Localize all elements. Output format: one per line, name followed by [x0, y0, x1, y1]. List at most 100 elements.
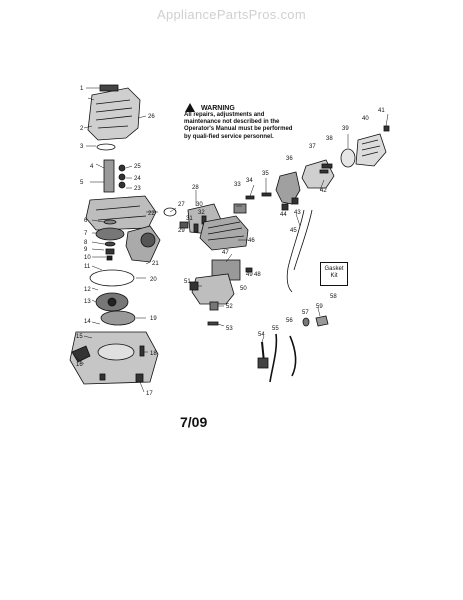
fuel-line-55: [269, 333, 278, 383]
fuel-tank: [191, 273, 235, 305]
recoil-spool-19: [100, 310, 136, 326]
callout-26: 26: [148, 114, 155, 120]
fuel-line-45b: [293, 209, 313, 271]
callout-45: 45: [290, 228, 297, 234]
callout-10: 10: [84, 255, 91, 261]
callout-4: 4: [90, 164, 94, 170]
cover-grill: [361, 139, 381, 157]
fitting-57: [302, 317, 310, 327]
gasket-27: [163, 207, 177, 217]
screw-17: [135, 373, 144, 383]
callout-5: 5: [80, 180, 84, 186]
bolt-34: [245, 195, 255, 200]
callout-55: 55: [272, 326, 279, 332]
part-callouts: 1234567891011121314151617181920212223242…: [76, 86, 385, 397]
fuel-cap-51: [189, 281, 199, 291]
callout-51: 51: [184, 279, 191, 285]
screw-31: [193, 223, 199, 233]
screw-38: [321, 163, 333, 169]
fuel-line-45: [286, 209, 305, 293]
callout-50: 50: [240, 286, 247, 292]
crankcase-detail: [95, 205, 147, 221]
callout-23: 23: [134, 186, 141, 192]
washer-8: [104, 241, 116, 247]
left-assembly: [69, 84, 161, 385]
callout-17: 17: [146, 391, 153, 397]
crankcase: [85, 195, 157, 231]
callout-58: 58: [330, 294, 337, 300]
callout-57: 57: [302, 310, 309, 316]
callout-53: 53: [226, 326, 233, 332]
starter-housing-hub: [97, 343, 135, 361]
callout-1: 1: [80, 86, 84, 92]
callout-43: 43: [294, 210, 301, 216]
callout-37: 37: [309, 144, 316, 150]
clip-53: [207, 321, 219, 326]
small-parts-25: [118, 164, 126, 172]
callout-47: 47: [222, 250, 229, 256]
callout-30: 30: [196, 202, 203, 208]
callout-54: 54: [258, 332, 265, 338]
washer-6: [103, 219, 117, 225]
callout-38: 38: [326, 136, 333, 142]
air-filter-39: [340, 148, 356, 168]
boot-33: [233, 203, 247, 214]
callout-56: 56: [286, 318, 293, 324]
callout-42: 42: [320, 188, 327, 194]
screw-10: [106, 255, 113, 261]
callout-36: 36: [286, 156, 293, 162]
callout-25: 25: [134, 164, 141, 170]
callout-40: 40: [362, 116, 369, 122]
callout-19: 19: [150, 316, 157, 322]
callout-39: 39: [342, 126, 349, 132]
callout-49: 49: [246, 272, 253, 278]
leader-lines: [73, 87, 389, 393]
ignition-coil: [140, 232, 156, 248]
callout-9: 9: [84, 247, 88, 253]
callout-3: 3: [80, 144, 84, 150]
fuel-filter-52: [209, 301, 219, 311]
callout-8: 8: [84, 240, 88, 246]
callout-7: 7: [84, 231, 88, 237]
primer-bulb-29: [179, 221, 189, 229]
callout-16: 16: [76, 362, 83, 368]
cylinder-fins: [207, 221, 245, 241]
screw-44: [281, 203, 289, 211]
callout-12: 12: [84, 287, 91, 293]
gasket-12: [89, 269, 135, 287]
callout-48: 48: [254, 272, 261, 278]
cylinder-block: [199, 215, 249, 251]
callout-32: 32: [198, 210, 205, 216]
callout-33: 33: [234, 182, 241, 188]
callout-15: 15: [76, 334, 83, 340]
cover-top-screws: [99, 84, 119, 92]
muffler-screw-49: [245, 267, 253, 273]
callout-34: 34: [246, 178, 253, 184]
cylinder-cover: [87, 87, 141, 141]
warning-title-text: WARNING: [200, 105, 235, 112]
callout-20: 20: [150, 277, 157, 283]
callout-44: 44: [280, 212, 287, 218]
callout-11: 11: [84, 264, 91, 270]
spark-plug: [103, 159, 115, 193]
callout-22: 22: [148, 211, 155, 217]
pulley-hub: [107, 297, 117, 307]
screw-43: [291, 197, 299, 205]
callout-52: 52: [226, 304, 233, 310]
callout-13: 13: [84, 299, 91, 305]
callout-46: 46: [248, 238, 255, 244]
callout-14: 14: [84, 319, 91, 325]
gasket-kit-box: Gasket Kit: [320, 262, 348, 286]
air-filter-cover-40: [355, 133, 387, 167]
small-parts-23: [118, 181, 126, 189]
o-ring-3: [96, 143, 116, 151]
knob-41: [383, 125, 390, 132]
callout-59: 59: [316, 304, 323, 310]
fitting-54: [257, 357, 269, 369]
warning-text: All repairs, adjustments and maintenance…: [184, 112, 293, 140]
screw-42: [319, 169, 329, 174]
housing-screw: [99, 373, 106, 381]
watermark: AppliancePartsPros.com: [157, 7, 306, 22]
